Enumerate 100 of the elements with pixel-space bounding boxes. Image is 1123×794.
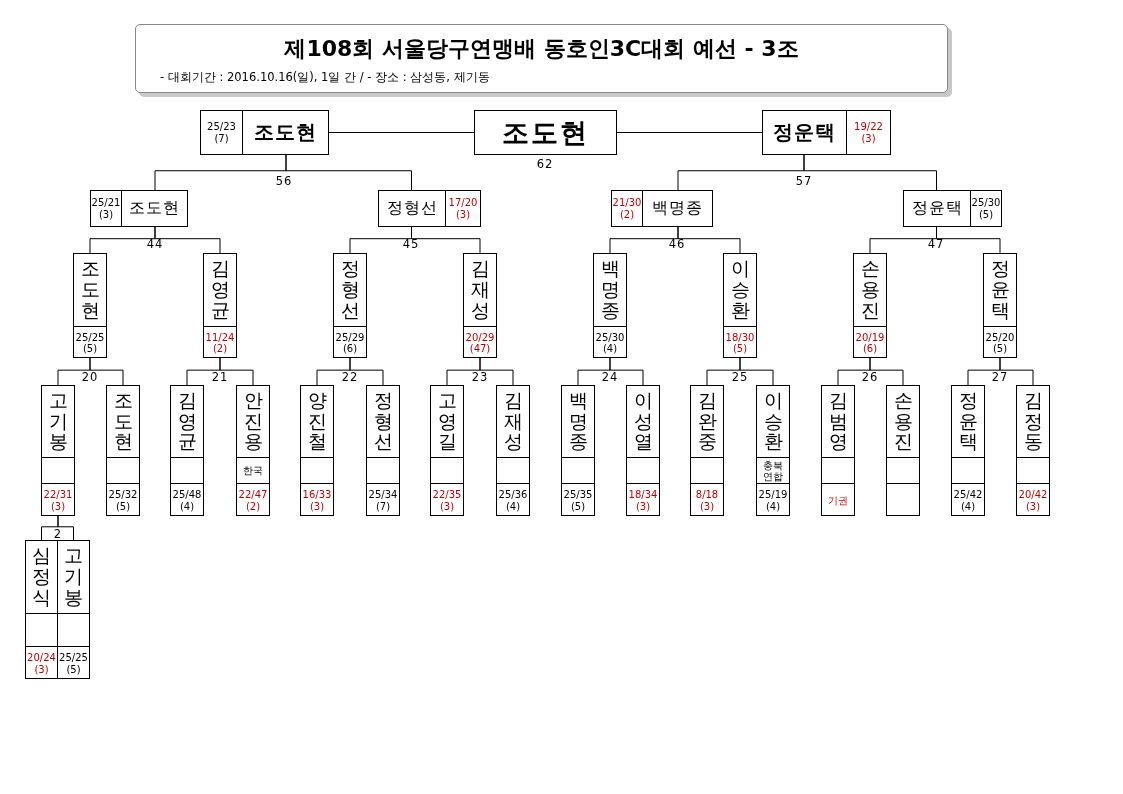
player-box	[723, 253, 757, 358]
player-name: 조도현	[80, 258, 100, 321]
player-box	[821, 385, 855, 516]
player-name: 김재성	[503, 389, 523, 453]
match-number: 56	[275, 174, 293, 188]
bracket-line	[936, 226, 1001, 254]
club-name: 충북연합	[762, 459, 784, 482]
bracket-line	[803, 154, 937, 191]
score-text: 25/25 (5)	[74, 331, 106, 355]
match-number: 23	[471, 370, 489, 384]
player-name: 이승환	[763, 389, 783, 453]
score-text: 25/32 (5)	[107, 489, 139, 512]
player-box	[430, 385, 464, 516]
player-name: 손용진	[860, 258, 880, 321]
player-box	[561, 385, 595, 516]
player-box	[762, 110, 891, 155]
bracket-line	[869, 357, 904, 386]
player-name: 백명종	[600, 258, 620, 321]
player-name: 백명종	[568, 389, 588, 453]
player-name: 김범영	[828, 389, 848, 453]
score-text: 25/19 (4)	[757, 489, 789, 512]
bracket-line	[411, 226, 481, 254]
bracket-line	[616, 132, 763, 133]
player-name: 고기봉	[64, 545, 83, 608]
player-name: 백명종	[652, 198, 703, 219]
score-text: 25/25 (5)	[58, 652, 89, 675]
player-name: 이성열	[633, 389, 653, 453]
score-text: 22/47 (2)	[237, 489, 269, 512]
player-name: 김정동	[1023, 389, 1043, 453]
player-box	[626, 385, 660, 516]
match-number: 46	[668, 237, 686, 251]
match-number: 44	[146, 237, 164, 251]
score-text: 25/20 (5)	[984, 331, 1016, 355]
player-box	[378, 190, 481, 227]
player-box	[25, 540, 58, 679]
match-number: 20	[81, 370, 99, 384]
score-text: 22/35 (3)	[431, 489, 463, 512]
player-box	[203, 253, 237, 358]
score-text: 18/30 (5)	[724, 331, 756, 355]
match-number: 25	[731, 370, 749, 384]
bracket-line	[89, 357, 124, 386]
player-name: 조도현	[113, 389, 133, 453]
match-number: 27	[991, 370, 1009, 384]
player-box	[73, 253, 107, 358]
match-number: 45	[402, 237, 420, 251]
player-box	[903, 190, 1002, 227]
bracket-line	[479, 357, 514, 386]
player-box	[496, 385, 530, 516]
player-box	[57, 540, 90, 679]
score-text: 25/30 (5)	[971, 197, 1001, 220]
player-name: 김영균	[210, 258, 230, 321]
player-box	[1016, 385, 1050, 516]
score-text: 8/18 (3)	[694, 489, 720, 512]
player-name: 정형선	[373, 389, 393, 453]
score-text: 21/30 (2)	[612, 197, 642, 220]
player-name: 심정식	[32, 545, 51, 608]
player-name: 김완중	[697, 389, 717, 453]
player-name: 정윤택	[990, 258, 1010, 321]
score-text: 기권	[828, 494, 848, 507]
match-number: 24	[601, 370, 619, 384]
score-text: 25/35 (5)	[562, 489, 594, 512]
score-text: 18/34 (3)	[627, 489, 659, 512]
player-name: 정형선	[386, 198, 438, 219]
bracket-line	[349, 357, 384, 386]
player-box	[333, 253, 367, 358]
player-name: 정형선	[340, 258, 360, 321]
score-text: 20/24 (3)	[26, 652, 57, 675]
player-box	[593, 253, 627, 358]
bracket-line	[328, 132, 475, 133]
player-box	[90, 190, 188, 227]
player-name: 조도현	[254, 119, 317, 146]
score-text: 11/24 (2)	[204, 331, 236, 355]
score-text: 25/29 (6)	[334, 331, 366, 355]
match-number: 22	[341, 370, 359, 384]
player-name: 손용진	[893, 389, 913, 453]
score-text: 25/34 (7)	[367, 489, 399, 512]
title: 제108회 서울당구연맹배 동호인3C대회 예선 - 3조	[283, 35, 800, 63]
bracket-line	[677, 226, 741, 254]
score-text: 25/36 (4)	[497, 489, 529, 512]
bracket-line	[999, 357, 1034, 386]
player-box	[236, 385, 270, 516]
player-box	[463, 253, 497, 358]
player-name: 조도현	[129, 198, 180, 219]
bracket-line	[739, 357, 774, 386]
score-text: 25/23 (7)	[206, 121, 237, 144]
match-number: 62	[536, 157, 554, 171]
player-name: 조도현	[502, 115, 589, 150]
bracket-line	[57, 515, 74, 541]
player-box	[170, 385, 204, 516]
player-box	[366, 385, 400, 516]
player-name: 정운택	[773, 119, 836, 146]
bracket-line	[285, 154, 412, 191]
bracket-line	[154, 226, 221, 254]
score-text: 25/48 (4)	[171, 489, 203, 512]
score-text: 20/29 (47)	[464, 331, 496, 355]
player-name: 정윤택	[911, 198, 963, 219]
player-name: 김영균	[177, 389, 197, 453]
event-info: - 대회기간 : 2016.10.16(일), 1일 간 / - 장소 : 삼성동, 제기동	[160, 70, 490, 85]
score-text: 20/19 (6)	[854, 331, 886, 355]
player-box	[611, 190, 713, 227]
